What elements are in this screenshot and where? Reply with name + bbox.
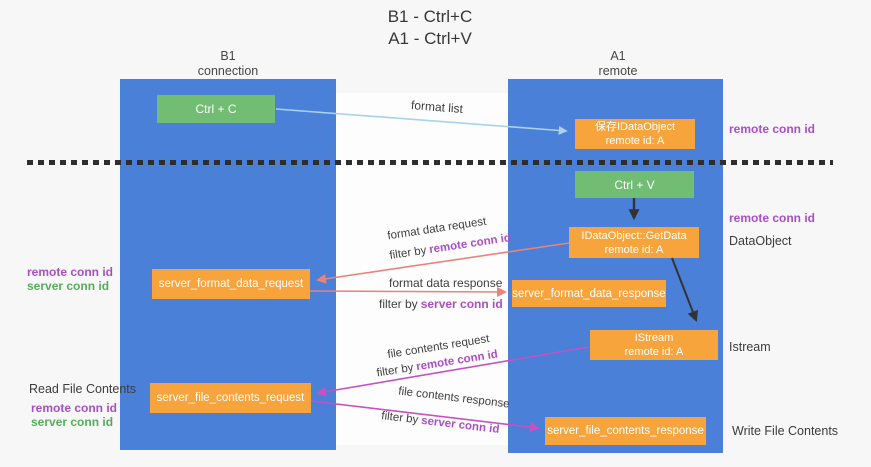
diagram-title: B1 - Ctrl+C A1 - Ctrl+V: [330, 6, 530, 50]
annotation-remote-conn-id-mid-left: remote conn id: [27, 265, 114, 279]
annotation-remote-conn-id-mid-right: remote conn id: [729, 211, 816, 225]
lane-a1-role: remote: [598, 64, 638, 78]
lane-b1-role: connection: [197, 64, 259, 78]
node-server-file-contents-response: server_file_contents_response: [545, 417, 706, 445]
node-server-format-data-response-label: server_format_data_response: [512, 287, 666, 300]
title-line-b1: B1 - Ctrl+C: [387, 7, 473, 26]
format-data-response-text: format data response: [389, 276, 503, 290]
lane-header-b1: B1 connection: [153, 49, 303, 79]
node-server-file-contents-request-label: server_file_contents_request: [156, 392, 305, 404]
filter-by-prefix: filter by: [379, 297, 418, 311]
edge-label-format-data-response: format data response: [389, 276, 502, 290]
node-istream-line1: IStream: [634, 332, 674, 344]
node-save-idataobject: 保存IDataObject remote id: A: [575, 119, 695, 149]
node-server-format-data-response: server_format_data_response: [512, 280, 666, 307]
node-server-format-data-request: server_format_data_request: [152, 269, 310, 299]
node-server-format-data-request-label: server_format_data_request: [158, 278, 304, 290]
node-istream-line2: remote id: A: [624, 346, 684, 358]
node-ctrl-v: Ctrl + V: [575, 171, 694, 198]
annotation-server-conn-id-mid-left: server conn id: [27, 279, 110, 293]
annotation-dataobject: DataObject: [729, 234, 792, 248]
filter-key-server-conn-id: server conn id: [420, 297, 503, 311]
node-idataobject-getdata-line2: remote id: A: [604, 243, 664, 256]
node-istream: IStream remote id: A: [590, 330, 718, 360]
phase-divider-dashed-line: [27, 160, 833, 165]
node-ctrl-v-label: Ctrl + V: [614, 177, 655, 192]
annotation-write-file-contents: Write File Contents: [732, 424, 839, 438]
node-server-file-contents-request: server_file_contents_request: [150, 383, 311, 413]
node-ctrl-c-label: Ctrl + C: [195, 102, 237, 116]
annotation-remote-conn-id-top-right: remote conn id: [729, 122, 816, 136]
annotation-remote-conn-id-bottom-left: remote conn id: [31, 401, 118, 415]
node-idataobject-getdata: IDataObject::GetData remote id: A: [569, 227, 699, 258]
annotation-server-conn-id-bottom-left: server conn id: [31, 415, 114, 429]
annotation-istream: Istream: [729, 340, 771, 354]
lane-b1-name: B1: [220, 49, 236, 63]
title-line-a1: A1 - Ctrl+V: [388, 29, 472, 48]
lane-a1-name: A1: [610, 49, 626, 63]
node-ctrl-c: Ctrl + C: [157, 95, 275, 123]
node-server-file-contents-response-label: server_file_contents_response: [547, 425, 704, 437]
node-save-idataobject-line2: remote id: A: [605, 135, 665, 147]
node-idataobject-getdata-line1: IDataObject::GetData: [581, 229, 687, 242]
node-save-idataobject-line1: 保存IDataObject: [594, 121, 676, 133]
annotation-read-file-contents: Read File Contents: [29, 382, 137, 396]
lane-header-a1: A1 remote: [543, 49, 693, 79]
